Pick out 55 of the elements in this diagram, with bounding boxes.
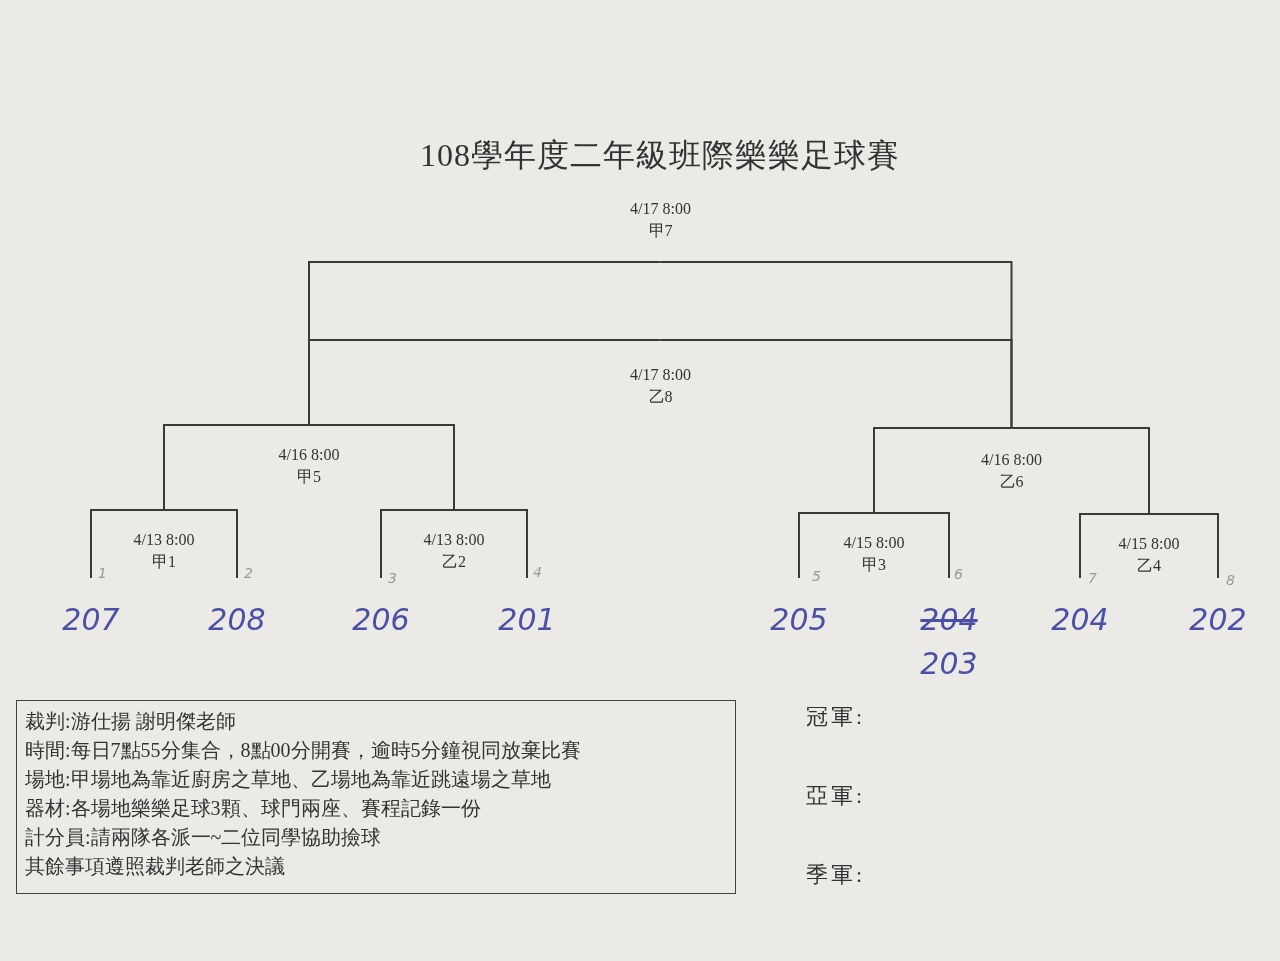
bracket-line (380, 509, 455, 579)
bracket-line (1148, 513, 1219, 579)
bracket-line (1079, 513, 1150, 579)
slot-number: 2 (244, 565, 253, 581)
match-time: 4/15 8:00 (842, 533, 906, 553)
match-time: 4/17 8:00 (629, 199, 692, 219)
handwritten-class: 202 (1188, 601, 1248, 639)
slot-number: 1 (98, 565, 107, 581)
slot-number: 4 (533, 564, 542, 580)
slot-number: 5 (812, 568, 821, 584)
bracket-line (163, 424, 310, 511)
handwritten-class: 203 (919, 645, 979, 683)
note-line: 計分員:請兩隊各派一~二位同學協助撿球 (25, 825, 383, 850)
note-line: 場地:甲場地為靠近廚房之草地、乙場地為靠近跳遠場之草地 (25, 767, 552, 792)
match-time: 4/16 8:00 (277, 445, 341, 465)
notes-box (16, 700, 736, 894)
match-code: 乙4 (1136, 556, 1162, 576)
handwritten-class: 205 (769, 601, 829, 639)
slot-number: 8 (1226, 572, 1235, 588)
match-code: 甲7 (647, 221, 674, 241)
match-code: 乙2 (441, 552, 467, 572)
handwritten-class: 204 (919, 601, 979, 639)
bracket-line (1010, 427, 1150, 515)
handwritten-class: 204 (1050, 601, 1110, 639)
slot-number: 7 (1088, 570, 1097, 586)
slot-number: 6 (954, 566, 963, 582)
bracket-line (308, 424, 455, 511)
match-code: 甲5 (296, 467, 322, 487)
note-line: 裁判:游仕揚 謝明傑老師 (25, 709, 237, 734)
handwritten-class: 206 (351, 601, 411, 639)
match-code: 乙6 (998, 472, 1025, 492)
match-time: 4/13 8:00 (422, 530, 486, 550)
bracket-line (90, 509, 165, 579)
slot-number: 3 (388, 570, 397, 586)
match-time: 4/17 8:00 (629, 365, 692, 385)
award-label: 季軍: (806, 861, 866, 889)
note-line: 時間:每日7點55分集合，8點00分開賽，逾時5分鐘視同放棄比賽 (25, 738, 582, 763)
note-line: 器材:各場地樂樂足球3顆、球門兩座、賽程記錄一份 (25, 796, 482, 821)
award-label: 冠軍: (806, 703, 866, 731)
handwritten-class: 208 (207, 601, 267, 639)
match-code: 乙8 (647, 387, 674, 407)
match-time: 4/15 8:00 (1117, 534, 1181, 554)
note-line: 其餘事項遵照裁判老師之決議 (25, 854, 286, 879)
award-label: 亞軍: (806, 782, 866, 810)
bracket-line (163, 509, 238, 579)
bracket-line (798, 512, 875, 579)
handwritten-class: 207 (61, 601, 121, 639)
handwritten-class: 201 (497, 601, 557, 639)
bracket-line (873, 512, 950, 579)
match-time: 4/13 8:00 (132, 530, 196, 550)
bracket-line (659, 339, 1013, 429)
title: 108學年度二年級班際樂樂足球賽 (419, 136, 901, 175)
match-time: 4/16 8:00 (980, 450, 1043, 470)
bracket-line (453, 509, 528, 579)
bracket-line (873, 427, 1013, 514)
